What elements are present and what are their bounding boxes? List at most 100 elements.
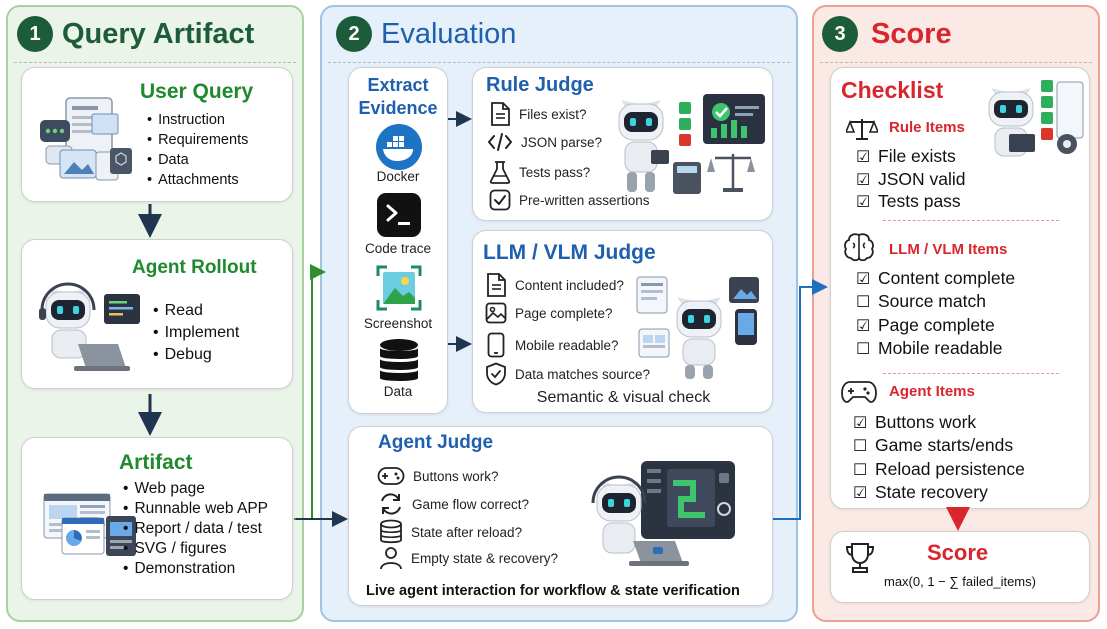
user-query-item: Instruction <box>147 110 248 130</box>
panel2-divider <box>328 62 790 63</box>
rule-check-label: JSON parse? <box>521 134 603 150</box>
robot-screens-illustration <box>636 276 759 379</box>
robot-dashboard-illustration <box>618 94 765 194</box>
llm-check-page: Page complete? <box>485 302 613 324</box>
flask-icon <box>489 161 511 184</box>
rule-item-label: JSON valid <box>878 169 966 189</box>
agent-check-empty: Empty state & recovery? <box>379 546 558 570</box>
llm-judge-footer: Semantic & visual check <box>536 389 711 406</box>
checkbox-mark: ☐ <box>856 293 871 311</box>
agent-rollout-item: Debug <box>153 344 239 366</box>
file-icon <box>491 102 510 126</box>
agent-judge-card: Agent Judge Buttons work? Game flow corr… <box>348 426 773 606</box>
agent-item-label: Reload persistence <box>875 459 1025 479</box>
checklist-divider <box>883 220 1059 221</box>
artifact-item: SVG / figures <box>123 539 268 559</box>
rule-item-label: File exists <box>878 146 956 166</box>
llm-item-mobile-readable: ☐ Mobile readable <box>856 338 1003 359</box>
arrow-artifact-to-evaluation <box>294 264 326 520</box>
rule-item-file-exists: ☑ File exists <box>856 146 956 167</box>
robot-laptop-icon <box>39 282 140 371</box>
checklist-card: Checklist Rule Items ☑File exists ☑JSON … <box>830 67 1090 509</box>
agent-item-label: Buttons work <box>875 412 977 432</box>
checkbox-icon <box>489 189 511 211</box>
agent-item-buttons-work: ☑Buttons work <box>853 412 976 433</box>
brain-icon <box>844 233 874 262</box>
user-query-item: Requirements <box>147 130 248 150</box>
llm-check-mobile: Mobile readable? <box>487 332 619 358</box>
rule-item-json-valid: ☑ JSON valid <box>856 169 966 190</box>
step-3-badge: 3 <box>822 16 858 52</box>
checkbox-mark: ☑ <box>856 171 871 189</box>
arrow-evaluation-to-checklist <box>773 279 828 520</box>
agent-check-flow: Game flow correct? <box>378 492 529 516</box>
panel1-title: Query Artifact <box>62 18 255 50</box>
artifact-item: Report / data / test <box>123 519 268 539</box>
refresh-icon <box>381 493 401 515</box>
rule-check-tests: Tests pass? <box>489 160 590 184</box>
checkbox-mark: ☑ <box>856 148 871 166</box>
user-query-card: User Query Instruction Requirements Data… <box>21 67 293 202</box>
extract-title-line2: Evidence <box>358 98 438 118</box>
rule-check-label: Files exist? <box>519 106 587 122</box>
agent-check-label: Buttons work? <box>413 468 499 484</box>
agent-item-game-starts: ☐Game starts/ends <box>853 435 1013 456</box>
rule-check-label: Pre-written assertions <box>519 192 650 208</box>
panel2-title: Evaluation <box>381 18 517 50</box>
checkbox-mark: ☑ <box>856 193 871 211</box>
web-pages-icon <box>43 493 136 556</box>
score-title: Score <box>927 540 989 565</box>
docker-icon <box>376 124 422 170</box>
game-controller-icon <box>841 381 877 403</box>
agent-check-label: State after reload? <box>411 524 523 540</box>
storage-icon <box>380 519 402 544</box>
document-icon <box>487 273 506 297</box>
artifact-title: Artifact <box>119 451 193 474</box>
agent-item-reload-persistence: ☐ Reload persistence <box>853 459 1025 480</box>
robot-checklist-illustration <box>988 80 1084 157</box>
llm-items-title: LLM / VLM Items <box>889 241 1008 258</box>
agent-item-label: State recovery <box>875 482 988 502</box>
trophy-icon <box>845 543 875 573</box>
agent-judge-title: Agent Judge <box>378 432 494 453</box>
agent-item-state-recovery: ☑ State recovery <box>853 482 988 503</box>
rule-items-title: Rule Items <box>889 119 965 136</box>
artifact-item: Demonstration <box>123 559 268 579</box>
agent-check-buttons: Buttons work? <box>377 465 499 487</box>
agent-judge-footer: Live agent interaction for workflow & st… <box>366 583 740 599</box>
agent-rollout-item: Read <box>153 300 239 322</box>
shield-check-icon <box>486 362 506 386</box>
checkbox-mark: ☑ <box>856 270 871 288</box>
llm-check-label: Page complete? <box>515 305 613 321</box>
artifact-item: Runnable web APP <box>123 499 268 519</box>
code-trace-label: Code trace <box>364 241 432 256</box>
user-query-title: User Query <box>140 80 254 103</box>
documents-icon <box>40 97 132 181</box>
rule-item-label: Tests pass <box>878 191 961 211</box>
artifact-list: Web page Runnable web APP Report / data … <box>123 479 268 579</box>
checkbox-mark: ☐ <box>853 461 868 479</box>
score-card: Score max(0, 1 − ∑ failed_items) <box>830 531 1090 603</box>
llm-item-label: Mobile readable <box>878 338 1003 358</box>
agent-rollout-item: Implement <box>153 322 240 344</box>
checkbox-mark: ☐ <box>856 340 871 358</box>
extract-evidence-card: Extract Evidence Docker Code trace Scree… <box>348 67 448 414</box>
database-icon <box>380 339 418 381</box>
llm-check-label: Data matches source? <box>515 366 651 382</box>
llm-item-label: Content complete <box>878 268 1016 288</box>
agent-rollout-list: Read Implement Debug <box>153 300 240 366</box>
checkbox-mark: ☑ <box>853 484 868 502</box>
mobile-icon <box>487 332 505 358</box>
terminal-icon <box>377 193 421 237</box>
artifact-item: Web page <box>123 479 268 499</box>
agent-items-title: Agent Items <box>889 383 975 400</box>
user-query-item: Attachments <box>147 170 248 190</box>
screenshot-icon <box>376 265 422 311</box>
agent-rollout-title: Agent Rollout <box>132 257 257 278</box>
llm-judge-title: LLM / VLM Judge <box>483 241 656 264</box>
scale-icon <box>846 119 878 140</box>
extract-title-line1: Extract <box>367 75 429 95</box>
llm-check-content: Content included? <box>485 273 624 297</box>
rule-judge-title: Rule Judge <box>486 74 594 96</box>
